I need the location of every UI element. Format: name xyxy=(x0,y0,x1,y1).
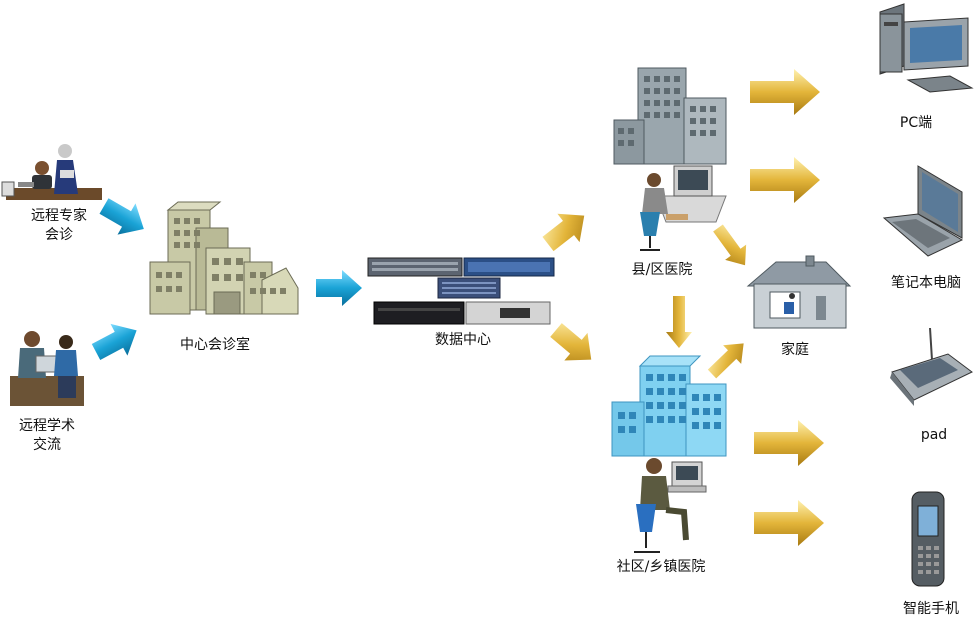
laptop-icon xyxy=(882,165,964,257)
arrow-to-laptop xyxy=(750,157,820,203)
label-center: 中心会诊室 xyxy=(180,337,250,353)
expert-consult-icon xyxy=(1,144,102,200)
home-house-icon xyxy=(746,255,852,329)
label-county: 县/区医院 xyxy=(631,262,693,278)
arrow-to-pc xyxy=(750,69,820,115)
label-expert: 远程专家 会诊 xyxy=(31,208,87,243)
label-datacenter: 数据中心 xyxy=(435,332,491,348)
label-pad: pad xyxy=(920,427,948,443)
phone-icon xyxy=(911,491,945,587)
arrow-center-to-datacenter xyxy=(316,270,362,306)
county-operator-icon xyxy=(640,165,727,251)
arrow-community-to-home xyxy=(707,343,744,379)
label-community: 社区/乡镇医院 xyxy=(616,559,706,575)
community-hospital-icon xyxy=(611,355,727,457)
label-home: 家庭 xyxy=(781,342,809,358)
arrow-county-to-home xyxy=(713,224,747,266)
academic-exchange-icon xyxy=(10,331,84,406)
datacenter-servers-icon xyxy=(367,257,555,325)
arrow-to-phone xyxy=(754,500,824,546)
arrow-datacenter-to-community xyxy=(544,316,603,374)
pc-icon xyxy=(879,3,974,93)
center-building-icon xyxy=(149,201,299,315)
label-academic: 远程学术 交流 xyxy=(19,418,75,453)
label-pc: PC端 xyxy=(899,115,933,131)
county-hospital-icon xyxy=(613,67,727,165)
pad-icon xyxy=(890,327,973,406)
arrow-county-to-community xyxy=(666,296,692,348)
arrow-academic-to-center xyxy=(87,314,146,368)
label-laptop: 笔记本电脑 xyxy=(891,275,961,291)
community-operator-icon xyxy=(634,458,707,553)
label-phone: 智能手机 xyxy=(903,601,959,617)
arrow-to-pad xyxy=(754,420,824,466)
arrow-datacenter-to-county xyxy=(536,201,596,259)
